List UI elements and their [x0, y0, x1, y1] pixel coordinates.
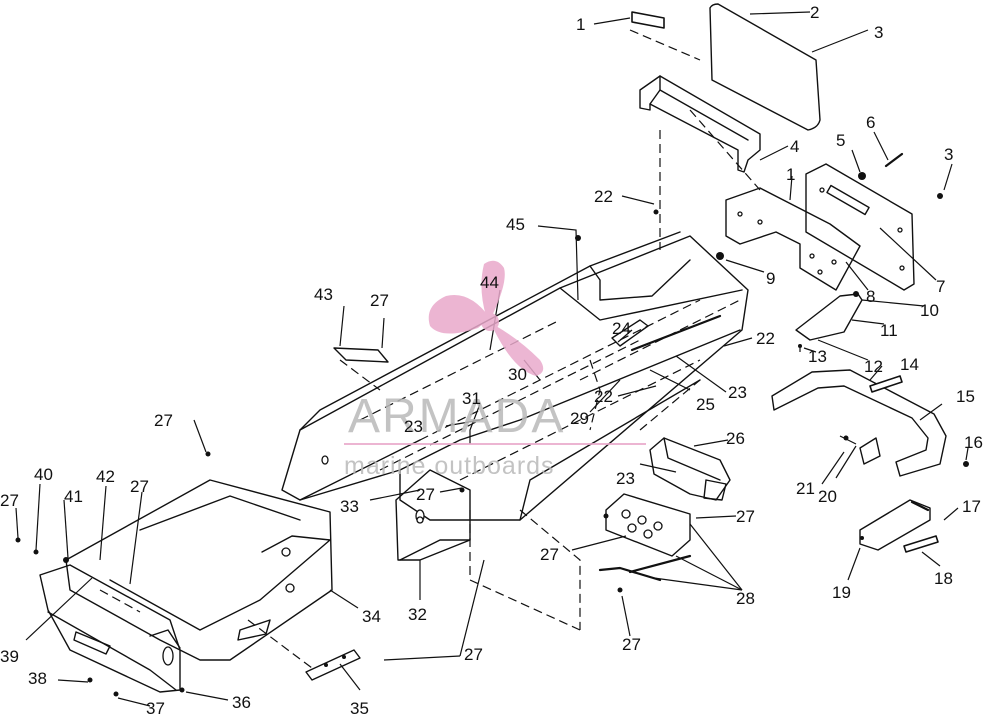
callout-25: 25 [696, 395, 715, 414]
callout-27: 27 [130, 477, 149, 496]
callout-41: 41 [64, 487, 83, 506]
part-15-bumper-bar [771, 369, 947, 477]
callout-29: 29 [570, 409, 589, 428]
callout-27: 27 [416, 485, 435, 504]
callout-23: 23 [404, 417, 423, 436]
callout-40: 40 [34, 465, 53, 484]
part-1-small-plate [629, 11, 701, 61]
part-35-strap [247, 619, 361, 681]
callout-44: 44 [480, 273, 499, 292]
callout-45: 45 [506, 215, 525, 234]
propeller-icon [428, 260, 544, 376]
callout-33: 33 [340, 497, 359, 516]
callout-30: 30 [508, 365, 527, 384]
part-39-front-bracket [39, 564, 181, 693]
callout-16: 16 [964, 433, 983, 452]
callout-26: 26 [726, 429, 745, 448]
callout-1: 1 [576, 15, 585, 34]
callout-27: 27 [622, 635, 641, 654]
callout-11: 11 [880, 321, 898, 340]
callout-14: 14 [900, 355, 919, 374]
part-8-mount-bracket [725, 187, 861, 291]
callout-27: 27 [154, 411, 173, 430]
callout-1: 1 [786, 165, 795, 184]
callout-3: 3 [874, 23, 883, 42]
part-4-upper-bracket [639, 75, 761, 250]
callout-20: 20 [818, 487, 837, 506]
watermark-brand: ARMADA [348, 390, 565, 443]
callout-42: 42 [96, 467, 115, 486]
callout-39: 39 [0, 647, 19, 666]
callout-27: 27 [464, 645, 483, 664]
callout-27: 27 [540, 545, 559, 564]
callout-36: 36 [232, 693, 251, 712]
callout-23: 23 [616, 469, 635, 488]
watermark-tagline: marine outboards [344, 452, 555, 480]
callout-27: 27 [0, 491, 19, 510]
part-14-18-pads [839, 375, 939, 553]
callout-23: 23 [728, 383, 747, 402]
callout-18: 18 [934, 569, 953, 588]
part-28-pedal-plate [469, 493, 692, 631]
callout-32: 32 [408, 605, 427, 624]
callout-9: 9 [766, 269, 775, 288]
callout-27: 27 [736, 507, 755, 526]
callout-5: 5 [836, 131, 845, 150]
callout-22: 22 [756, 329, 775, 348]
callout-17: 17 [962, 497, 981, 516]
callout-27: 27 [370, 291, 389, 310]
part-7-rear-plate [805, 163, 915, 291]
callout-35: 35 [350, 699, 369, 718]
part-26-29-control-block [649, 437, 731, 501]
callout-34: 34 [362, 607, 381, 626]
part-2-back-panel [709, 3, 821, 131]
callout-4: 4 [790, 137, 799, 156]
leader-lines [15, 11, 969, 707]
callout-15: 15 [956, 387, 975, 406]
callout-12: 12 [864, 357, 883, 376]
callout-19: 19 [832, 583, 851, 602]
part-11-latch [795, 291, 863, 341]
callout-37: 37 [146, 699, 165, 718]
callout-13: 13 [808, 347, 827, 366]
callout-22: 22 [594, 387, 613, 406]
part-32-side-panel [395, 469, 471, 561]
callout-8: 8 [866, 287, 875, 306]
armada-watermark: ARMADA marine outboards [344, 260, 646, 480]
part-24-handle [611, 314, 722, 352]
callout-24: 24 [612, 319, 631, 338]
part-19-step [859, 499, 931, 551]
callout-28: 28 [736, 589, 755, 608]
part-43-small-plate [333, 347, 389, 391]
callout-31: 31 [462, 389, 481, 408]
callout-10: 10 [920, 301, 939, 320]
callout-7: 7 [936, 277, 945, 296]
fastener-dots [15, 209, 969, 697]
callout-21: 21 [796, 479, 815, 498]
part-34-platform [65, 479, 333, 661]
callout-38: 38 [28, 669, 47, 688]
part-5-6-bolts [716, 152, 943, 352]
callout-2: 2 [810, 3, 819, 22]
callout-43: 43 [314, 285, 333, 304]
callout-3: 3 [944, 145, 953, 164]
callout-22: 22 [594, 187, 613, 206]
callout-6: 6 [866, 113, 875, 132]
callout-numbers: 1 2 3 4 5 6 3 1 22 45 9 7 8 10 11 13 12 … [0, 3, 983, 718]
